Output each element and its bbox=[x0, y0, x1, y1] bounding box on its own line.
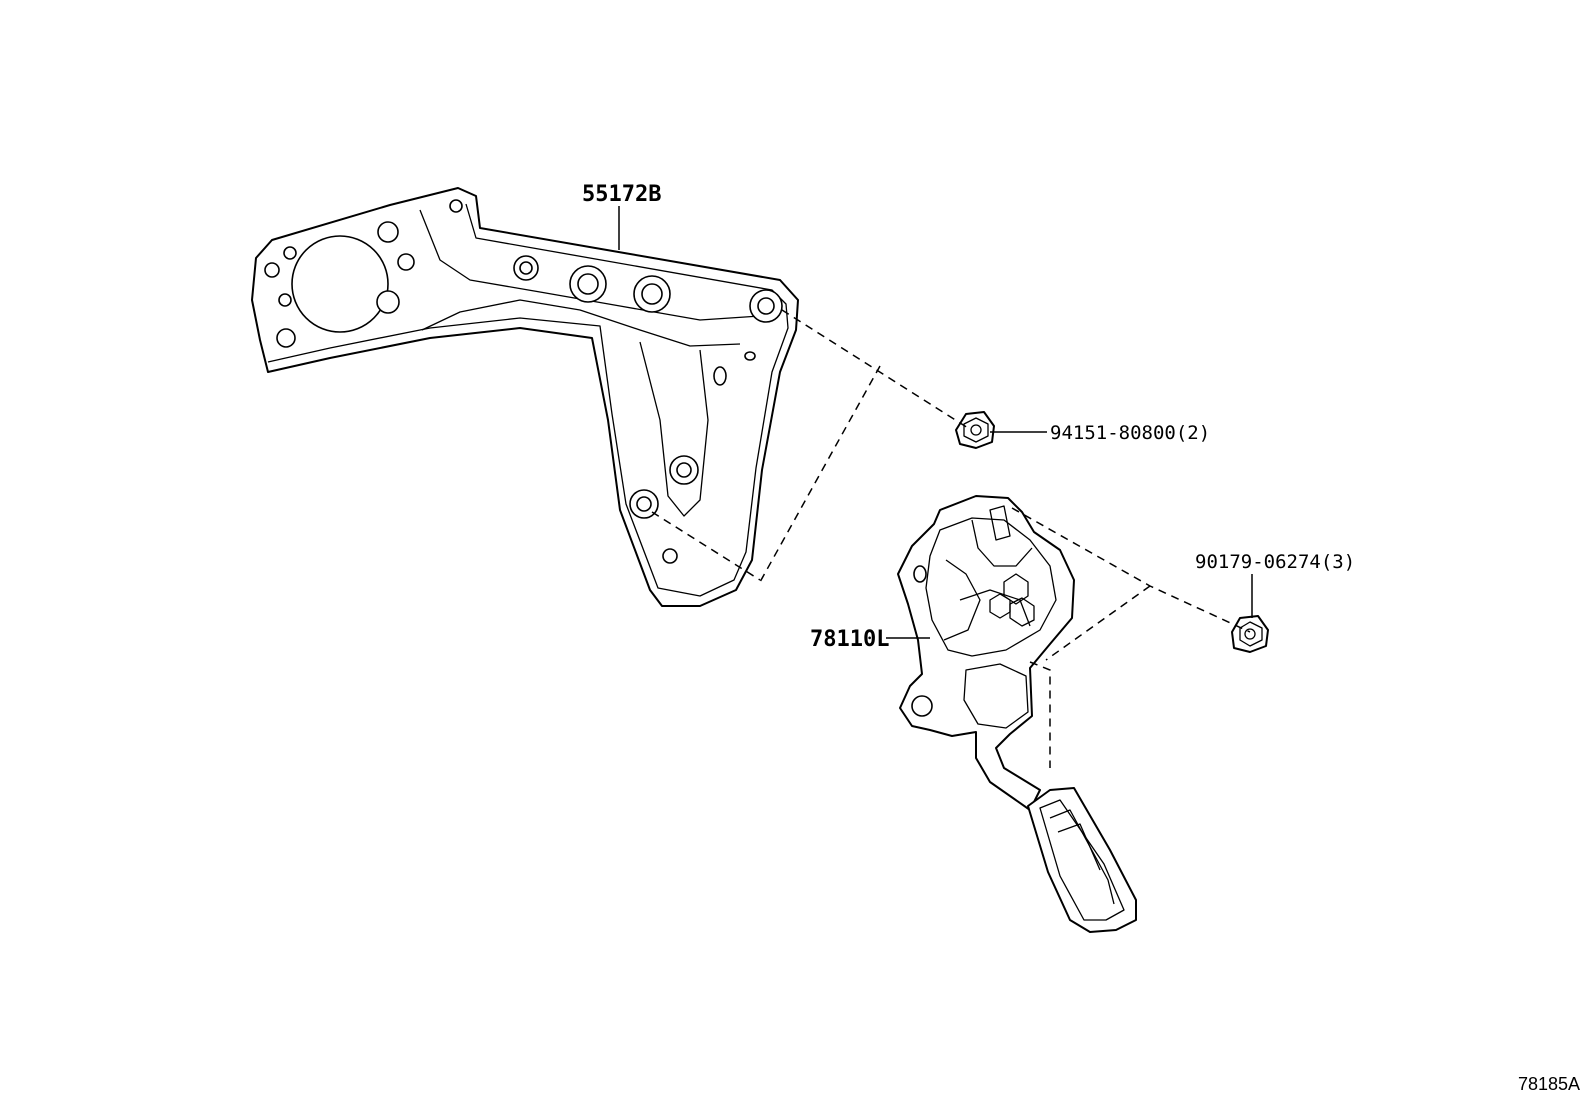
label-55172b: 55172B bbox=[582, 182, 661, 207]
label-94151-80800: 94151-80800(2) bbox=[1050, 422, 1210, 444]
accelerator-pedal-assembly bbox=[897, 495, 1137, 933]
assembly-dashed-lines bbox=[651, 309, 1251, 768]
pedal-bracket bbox=[251, 187, 799, 607]
flange-nut-94151 bbox=[955, 411, 995, 449]
figure-reference: 78185A bbox=[1518, 1074, 1580, 1094]
leader-lines bbox=[618, 206, 1253, 639]
label-90179-06274: 90179-06274(3) bbox=[1195, 551, 1355, 573]
flange-nut-90179 bbox=[1231, 615, 1269, 653]
label-78110l: 78110L bbox=[810, 627, 889, 652]
